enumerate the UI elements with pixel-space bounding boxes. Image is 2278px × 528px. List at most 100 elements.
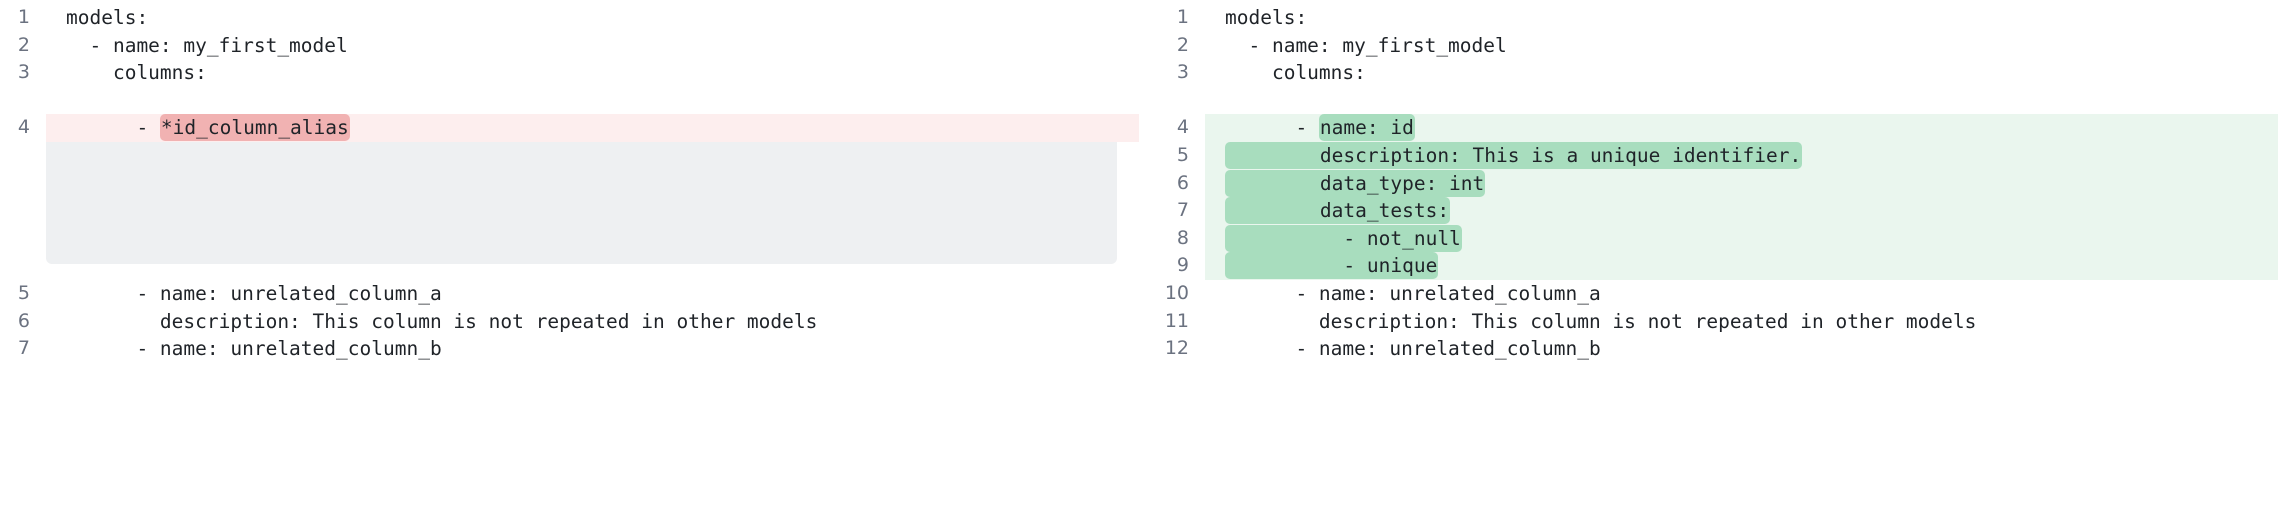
code-line-content: description: This is a unique identifier…	[1205, 141, 2278, 170]
code-text: models:	[66, 6, 148, 29]
code-text: - name: my_first_model	[66, 33, 348, 57]
code-line: 4 - *id_column_alias	[0, 114, 1139, 142]
code-line-content: - unique	[1205, 252, 2278, 280]
code-line-content: columns:	[1205, 59, 2278, 87]
code-span-highlight-add: data_type: int	[1225, 169, 1486, 197]
code-span: - name: unrelated_column_a	[66, 281, 442, 305]
line-number: 2	[17, 33, 30, 56]
code-text: - unique	[1225, 252, 1439, 280]
line-number: 9	[1176, 254, 1189, 277]
code-span: -	[1225, 116, 1319, 140]
code-line-content: - name: unrelated_column_b	[46, 335, 1139, 363]
code-line: 5 - name: unrelated_column_a	[0, 280, 1139, 308]
line-number: 5	[17, 281, 30, 304]
code-line	[0, 87, 1139, 115]
code-line	[0, 170, 1139, 198]
line-number: 4	[1176, 116, 1189, 139]
line-number: 1	[17, 6, 30, 28]
code-line: 1 models:	[0, 4, 1139, 32]
code-span: - name: my_first_model	[1225, 33, 1507, 57]
code-span: models:	[66, 6, 149, 29]
code-span: - name: unrelated_column_b	[66, 337, 442, 361]
code-line	[1139, 87, 2278, 115]
code-span: description: This column is not repeated…	[1225, 309, 1977, 333]
code-line-content: - name: unrelated_column_a	[46, 280, 1139, 308]
code-text: - name: id	[1225, 114, 1415, 142]
code-line-content: columns:	[46, 59, 1139, 87]
line-number: 6	[17, 309, 30, 332]
line-number: 5	[1176, 143, 1189, 166]
code-line-content: - *id_column_alias	[46, 114, 1139, 142]
code-text: - name: unrelated_column_a	[1225, 281, 1601, 305]
code-span: description: This column is not repeated…	[66, 309, 818, 333]
code-span-highlight-del: *id_column_alias	[159, 114, 350, 142]
line-number: 10	[1164, 281, 1189, 304]
code-text: - *id_column_alias	[66, 114, 350, 142]
line-number: 7	[1176, 199, 1189, 222]
code-line: 3 columns:	[0, 59, 1139, 87]
line-number: 12	[1164, 337, 1189, 360]
code-text: - name: my_first_model	[1225, 33, 1507, 57]
code-line-content: data_type: int	[1205, 169, 2278, 198]
code-span: - name: unrelated_column_b	[1225, 337, 1601, 361]
line-number: 6	[1176, 171, 1189, 194]
code-line: 1 models:	[1139, 4, 2278, 32]
line-number: 4	[17, 116, 30, 139]
code-span-highlight-add: description: This is a unique identifier…	[1225, 141, 1803, 169]
code-line-content: - name: id	[1205, 114, 2278, 142]
code-span: -	[66, 116, 160, 140]
code-line-content: - not_null	[1205, 224, 2278, 253]
code-span: columns:	[66, 61, 207, 85]
code-text: models:	[1225, 6, 1307, 29]
code-line: 4 - name: id	[1139, 114, 2278, 142]
code-line-content: description: This column is not repeated…	[1205, 308, 2278, 336]
code-line	[0, 225, 1139, 253]
code-line: 7 - name: unrelated_column_b	[0, 335, 1139, 363]
code-line: 6 data_type: int	[1139, 169, 2278, 198]
code-line-content: models:	[46, 4, 1139, 32]
line-number: 7	[17, 337, 30, 360]
code-line-content: models:	[1205, 4, 2278, 32]
code-line	[0, 252, 1139, 280]
line-number: 11	[1164, 309, 1189, 332]
code-line: 10 - name: unrelated_column_a	[1139, 280, 2278, 308]
code-line-content: - name: unrelated_column_b	[1205, 335, 2278, 363]
code-text: description: This column is not repeated…	[1225, 310, 1976, 333]
code-line-content: description: This column is not repeated…	[46, 308, 1139, 336]
code-text: columns:	[66, 61, 207, 84]
code-line	[0, 197, 1139, 225]
code-span-highlight-add: - not_null	[1225, 224, 1462, 252]
code-text: - name: unrelated_column_a	[66, 281, 442, 305]
code-line: 3 columns:	[1139, 59, 2278, 87]
code-line: 2 - name: my_first_model	[0, 32, 1139, 60]
code-line-content: data_tests:	[1205, 197, 2278, 225]
code-text: data_type: int	[1225, 169, 1486, 197]
code-text: data_tests:	[1225, 197, 1451, 225]
line-number: 2	[1176, 33, 1189, 56]
code-span: - name: unrelated_column_a	[1225, 281, 1601, 305]
code-text: description: This is a unique identifier…	[1225, 141, 1803, 169]
line-number: 8	[1176, 226, 1189, 249]
code-line: 12 - name: unrelated_column_b	[1139, 335, 2278, 363]
line-number: 3	[1176, 61, 1189, 84]
code-span: - name: my_first_model	[66, 33, 348, 57]
code-span: columns:	[1225, 61, 1366, 85]
code-span-highlight-add: - unique	[1225, 252, 1439, 280]
code-text: description: This column is not repeated…	[66, 310, 817, 333]
code-line: 8 - not_null	[1139, 224, 2278, 253]
code-line: 6 description: This column is not repeat…	[0, 308, 1139, 336]
code-line	[0, 142, 1139, 170]
line-number: 3	[17, 61, 30, 84]
code-span: models:	[1225, 6, 1308, 29]
line-number: 1	[1176, 6, 1189, 28]
code-line-content: - name: my_first_model	[1205, 32, 2278, 60]
code-text: - name: unrelated_column_b	[66, 337, 442, 361]
code-span-highlight-add: name: id	[1318, 114, 1415, 142]
code-line: 9 - unique	[1139, 252, 2278, 280]
code-line: 7 data_tests:	[1139, 197, 2278, 225]
